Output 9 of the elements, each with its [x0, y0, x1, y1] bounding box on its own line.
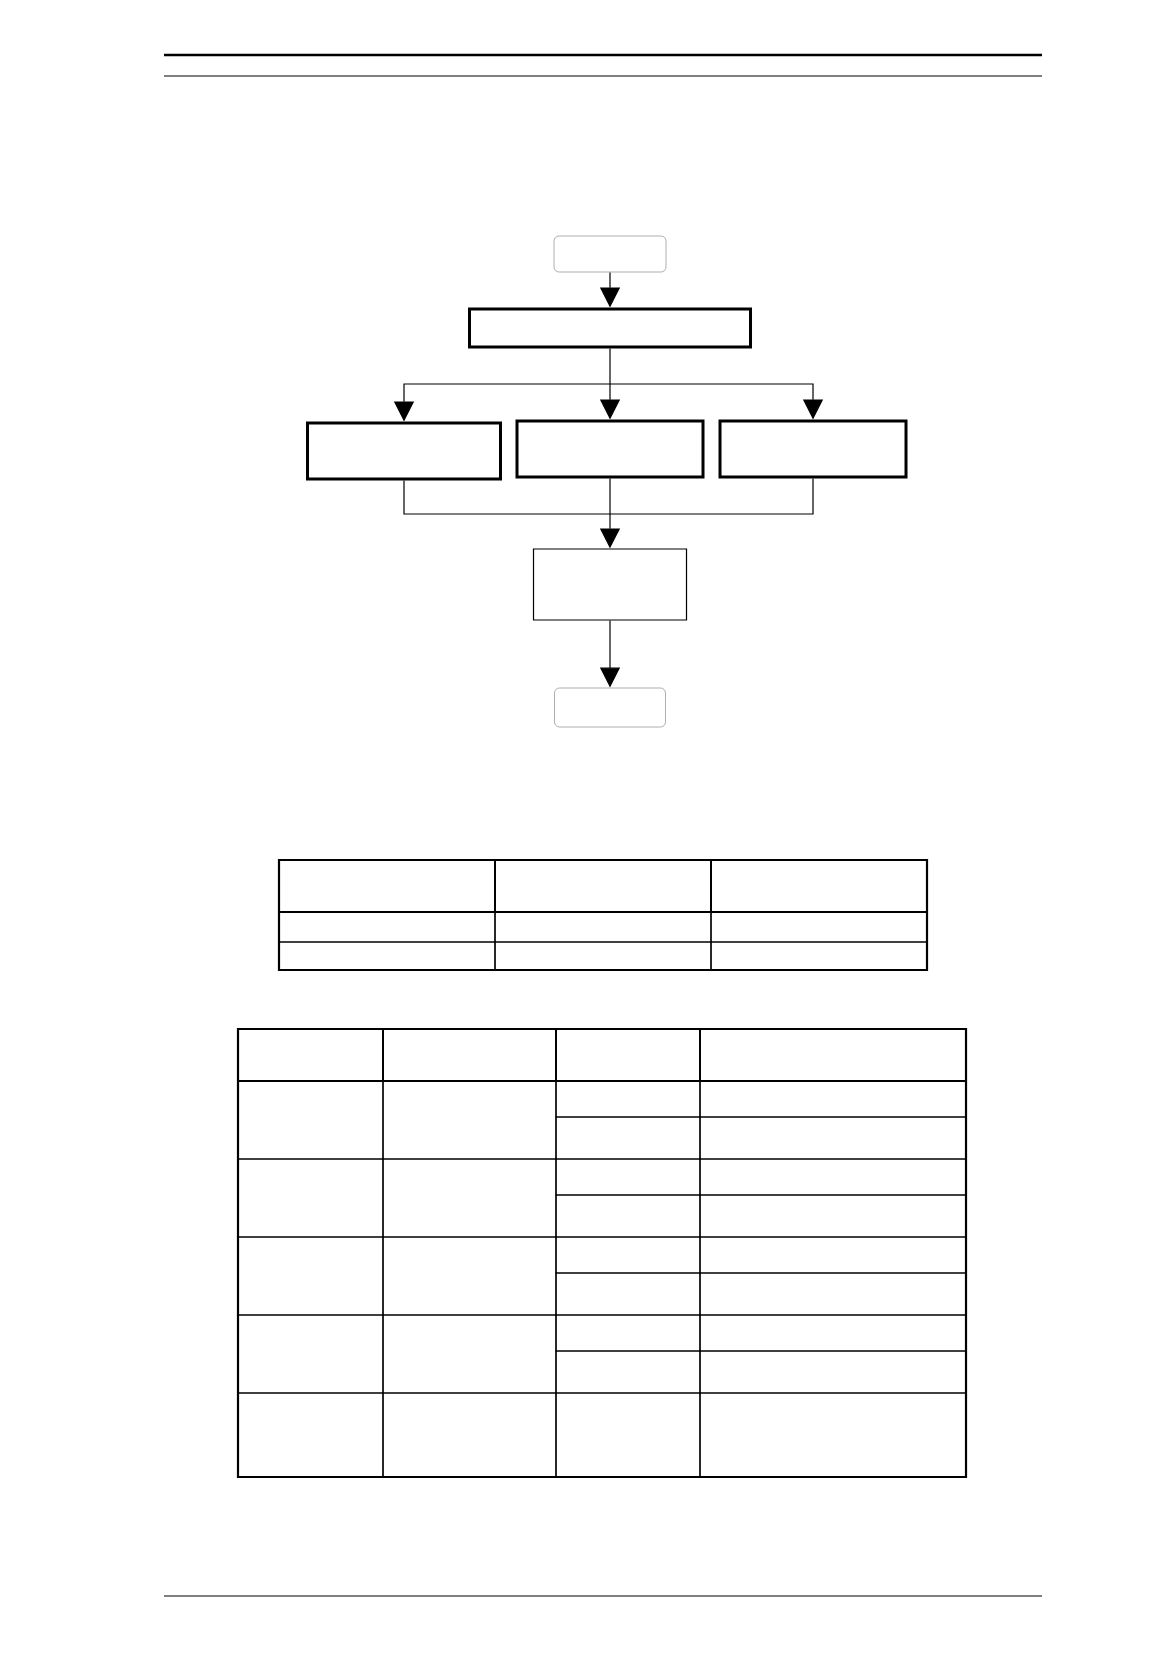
- process-box: [515, 419, 705, 479]
- rounded-box: [553, 235, 667, 273]
- process-box: [306, 421, 502, 481]
- process-box: [532, 548, 688, 621]
- connector-line: [403, 479, 611, 515]
- rounded-box: [554, 687, 666, 728]
- connector-line: [609, 477, 814, 515]
- process-box: [468, 307, 752, 349]
- process-box: [718, 419, 908, 479]
